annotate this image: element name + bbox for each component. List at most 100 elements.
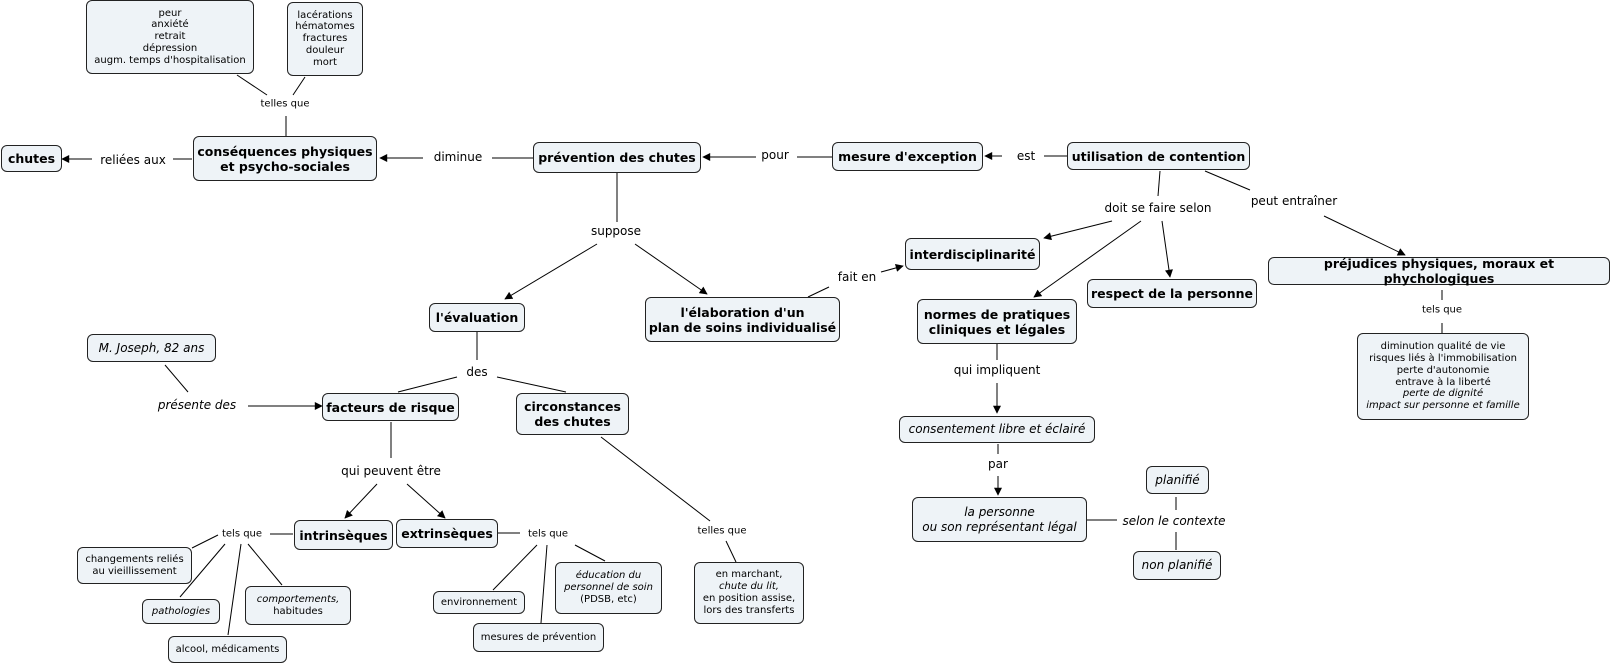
- example-line: changements reliés: [85, 553, 184, 565]
- node-respect[interactable]: respect de la personne: [1087, 279, 1257, 308]
- node-pathologies[interactable]: pathologies: [142, 599, 220, 624]
- node-consequences-examples-1[interactable]: peur anxiété retrait dépression augm. te…: [86, 0, 254, 74]
- node-mesures-prevention-label: mesures de prévention: [480, 631, 597, 643]
- example-line: habitudes: [273, 605, 323, 617]
- link-label-tels-que-extrinseques: tels que: [525, 528, 571, 540]
- example-line: peur: [158, 7, 182, 19]
- link-label-qui-impliquent: qui impliquent: [951, 363, 1043, 377]
- node-normes-line-2: cliniques et légales: [928, 321, 1066, 337]
- node-intrinseques[interactable]: intrinsèques: [294, 520, 393, 550]
- link-label-suppose: suppose: [588, 224, 644, 238]
- example-line: dépression: [142, 42, 198, 54]
- node-non-planifie-label: non planifié: [1141, 558, 1213, 573]
- example-line: perte de dignité: [1402, 388, 1484, 400]
- node-consequences-examples-2[interactable]: lacérations hématomes fractures douleur …: [287, 2, 363, 76]
- example-line: retrait: [154, 31, 186, 43]
- example-line: perte d'autonomie: [1396, 364, 1490, 376]
- node-patient[interactable]: M. Joseph, 82 ans: [87, 334, 216, 362]
- example-line: personnel de soin: [564, 582, 653, 594]
- node-mesures-prevention[interactable]: mesures de prévention: [473, 623, 604, 652]
- node-prevention[interactable]: prévention des chutes: [533, 142, 701, 173]
- link-label-qui-peuvent-etre: qui peuvent être: [339, 464, 443, 478]
- node-circonstances-examples[interactable]: en marchant, chute du lit, en position a…: [694, 562, 804, 624]
- node-consentement[interactable]: consentement libre et éclairé: [899, 416, 1095, 443]
- example-line: risques liés à l'immobilisation: [1369, 352, 1517, 364]
- node-normes[interactable]: normes de pratiques cliniques et légales: [917, 299, 1077, 344]
- link-label-diminue: diminue: [431, 150, 485, 164]
- node-consequences[interactable]: conséquences physiques et psycho-sociale…: [193, 136, 377, 181]
- link-label-doit-se-faire-selon: doit se faire selon: [1102, 201, 1214, 215]
- link-label-tels-que-prejudices: tels que: [1419, 304, 1465, 316]
- node-interdisciplinarite-label: interdisciplinarité: [909, 246, 1036, 262]
- example-line: mort: [313, 56, 337, 68]
- node-facteurs[interactable]: facteurs de risque: [322, 393, 459, 421]
- node-chutes[interactable]: chutes: [1, 145, 62, 172]
- node-alcool-label: alcool, médicaments: [175, 643, 280, 655]
- example-line: chute du lit,: [719, 581, 779, 593]
- example-line: au vieillissement: [92, 565, 177, 577]
- node-contention[interactable]: utilisation de contention: [1067, 142, 1250, 170]
- link-label-fait-en: fait en: [835, 270, 879, 284]
- example-line: comportements,: [256, 593, 340, 605]
- node-comportements[interactable]: comportements, habitudes: [245, 586, 351, 625]
- link-label-selon-le-contexte: selon le contexte: [1120, 514, 1228, 528]
- example-line: anxiété: [151, 19, 189, 31]
- link-label-des: des: [464, 365, 490, 379]
- node-evaluation-label: l'évaluation: [435, 310, 519, 325]
- node-environnement[interactable]: environnement: [433, 591, 525, 614]
- node-evaluation[interactable]: l'évaluation: [429, 303, 525, 332]
- node-elaboration[interactable]: l'élaboration d'un plan de soins individ…: [645, 297, 840, 342]
- node-alcool[interactable]: alcool, médicaments: [168, 636, 287, 663]
- link-label-telles-que: telles que: [258, 98, 312, 110]
- link-label-tels-que-intrinseques: tels que: [219, 528, 265, 540]
- node-personne-line-2: ou son représentant légal: [922, 519, 1077, 534]
- link-label-par: par: [986, 457, 1010, 471]
- link-label-presente-des: présente des: [155, 398, 239, 412]
- node-personne[interactable]: la personne ou son représentant légal: [912, 497, 1087, 542]
- link-label-telles-que-circonstances: telles que: [695, 525, 749, 537]
- node-non-planifie[interactable]: non planifié: [1133, 551, 1221, 580]
- node-personne-line-1: la personne: [964, 505, 1035, 520]
- example-line: impact sur personne et famille: [1366, 400, 1520, 412]
- node-environnement-label: environnement: [440, 596, 518, 608]
- example-line: diminution qualité de vie: [1380, 341, 1506, 353]
- node-circonstances[interactable]: circonstances des chutes: [516, 393, 629, 435]
- node-mesure-exception[interactable]: mesure d'exception: [832, 142, 983, 171]
- node-chutes-label: chutes: [7, 151, 56, 166]
- node-extrinseques-label: extrinsèques: [401, 526, 493, 541]
- node-prejudices-label: préjudices physiques, moraux et phycholo…: [1323, 256, 1555, 286]
- link-label-est: est: [1014, 149, 1038, 163]
- example-line: augm. temps d'hospitalisation: [94, 54, 246, 66]
- node-extrinseques[interactable]: extrinsèques: [396, 519, 498, 548]
- example-line: hématomes: [295, 21, 355, 33]
- example-line: éducation du: [575, 570, 642, 582]
- node-mesure-exception-label: mesure d'exception: [838, 149, 977, 164]
- example-line: en position assise,: [702, 593, 796, 604]
- node-consequences-line-1: conséquences physiques: [197, 143, 373, 159]
- example-line: (PDSB, etc): [580, 593, 637, 605]
- node-planifie[interactable]: planifié: [1146, 466, 1209, 494]
- example-line: en marchant,: [715, 569, 783, 581]
- node-prejudices-examples[interactable]: diminution qualité de vie risques liés à…: [1357, 333, 1529, 420]
- node-interdisciplinarite[interactable]: interdisciplinarité: [905, 238, 1040, 270]
- node-elaboration-line-1: l'élaboration d'un: [680, 304, 805, 320]
- node-vieillissement[interactable]: changements reliés au vieillissement: [77, 547, 192, 584]
- node-facteurs-label: facteurs de risque: [326, 399, 455, 415]
- node-planifie-label: planifié: [1155, 472, 1200, 487]
- link-label-peut-entrainer: peut entraîner: [1248, 194, 1340, 208]
- node-intrinseques-label: intrinsèques: [299, 527, 388, 543]
- node-prejudices[interactable]: préjudices physiques, moraux et phycholo…: [1268, 256, 1610, 286]
- node-consequences-line-2: et psycho-sociales: [220, 158, 350, 174]
- node-education[interactable]: éducation du personnel de soin (PDSB, et…: [555, 562, 662, 614]
- example-line: lors des transferts: [703, 604, 795, 616]
- link-label-pour: pour: [759, 148, 791, 162]
- node-pathologies-label: pathologies: [151, 605, 211, 617]
- example-line: douleur: [305, 44, 345, 56]
- example-line: entrave à la liberté: [1395, 376, 1491, 388]
- node-circonstances-line-1: circonstances: [524, 399, 621, 414]
- node-elaboration-line-2: plan de soins individualisé: [648, 319, 837, 335]
- link-label-reliees-aux: reliées aux: [98, 153, 168, 167]
- node-circonstances-line-2: des chutes: [534, 414, 611, 429]
- node-prevention-label: prévention des chutes: [538, 150, 696, 165]
